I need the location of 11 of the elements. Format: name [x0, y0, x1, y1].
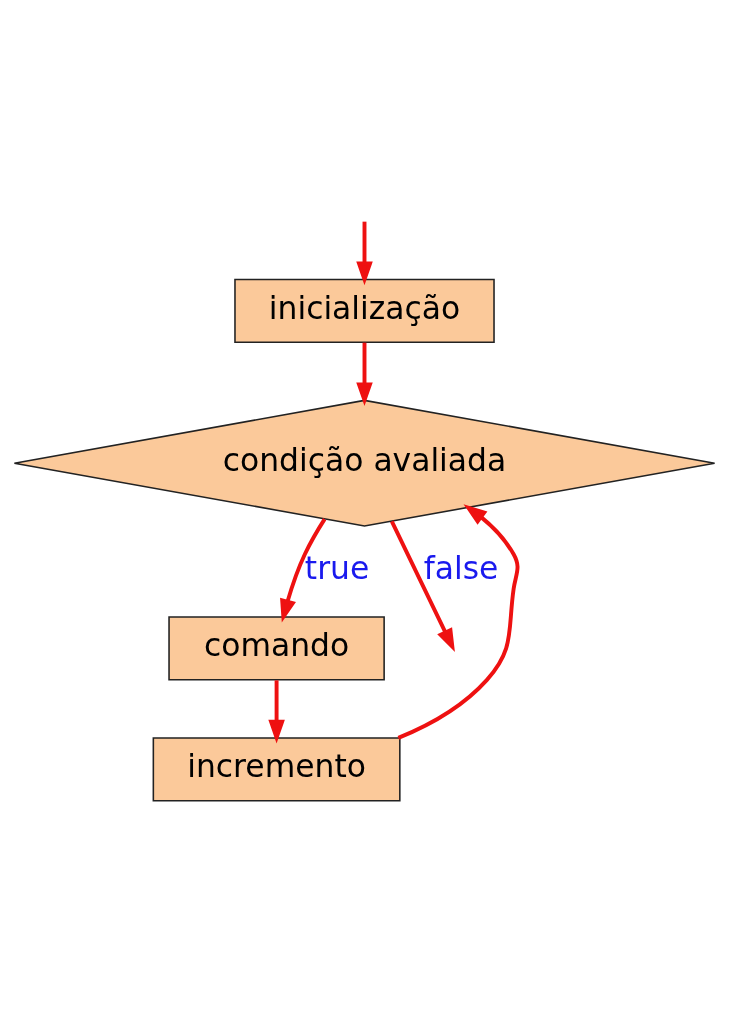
node-box: comando	[168, 616, 385, 681]
edge-label: false	[423, 550, 499, 587]
node-box: incremento	[152, 737, 401, 802]
arrow	[356, 342, 373, 406]
node-box: inicialização	[234, 278, 495, 344]
arrow	[268, 680, 285, 744]
arrow	[280, 518, 327, 623]
arrow	[390, 520, 455, 652]
edge-label: true	[304, 550, 370, 587]
arrow	[356, 221, 373, 286]
arrow	[397, 504, 520, 740]
